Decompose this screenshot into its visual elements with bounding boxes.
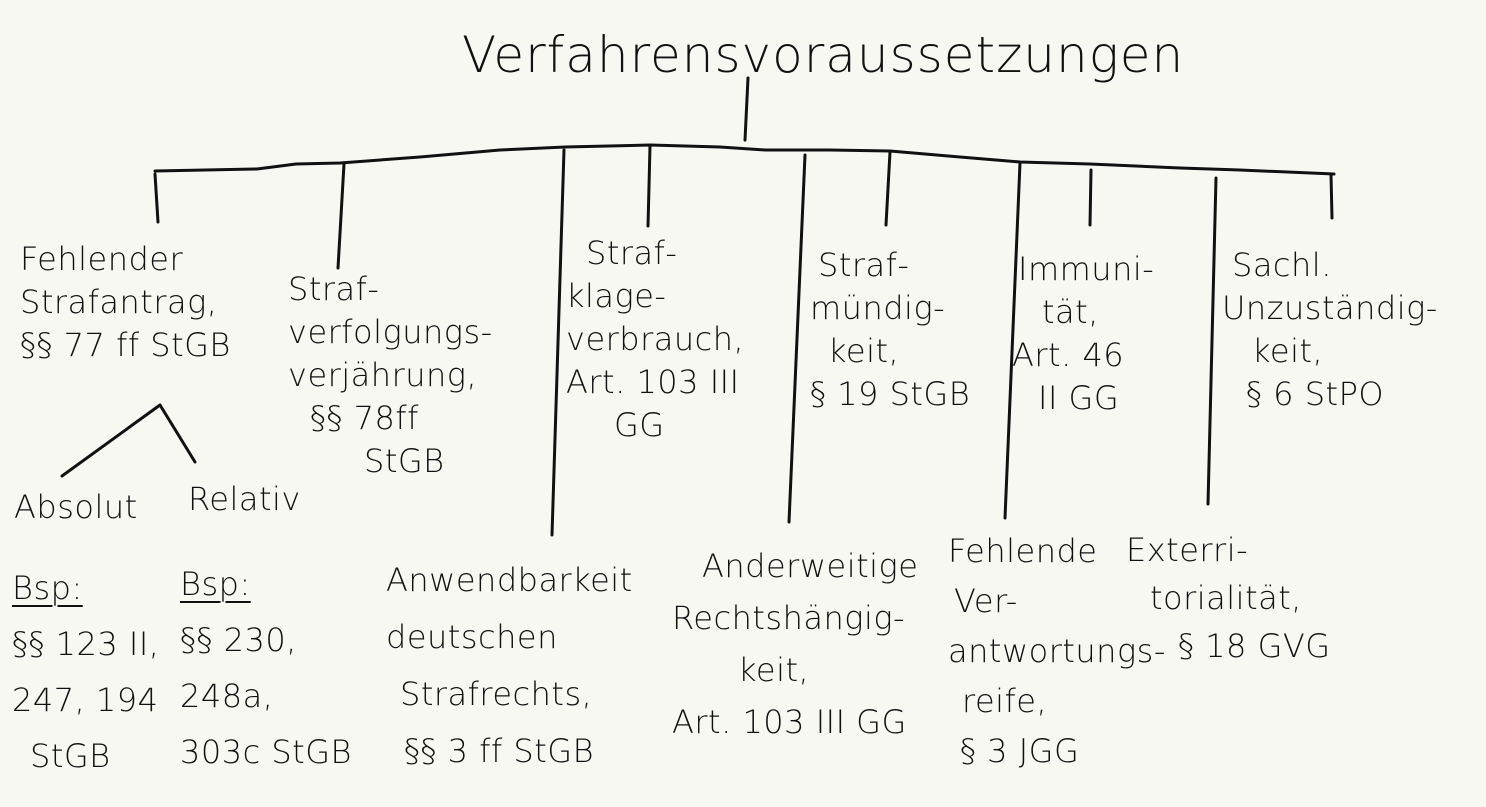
node-immunitaet: Immuni- tät, Art. 46 II GG	[1012, 248, 1154, 420]
node-absolut: Absolut	[14, 486, 138, 529]
node-line: Strafantrag,	[20, 283, 218, 321]
drop-strafklageverbrauch	[646, 144, 652, 228]
node-line: §§ 3 ff StGB	[404, 732, 595, 770]
node-line: verbrauch,	[566, 320, 745, 358]
examples-relativ: Bsp: §§ 230, 248a, 303c StGB	[180, 556, 352, 780]
example-line: StGB	[30, 737, 111, 775]
node-line: Fehlende	[948, 532, 1098, 570]
node-line: Exterri-	[1126, 531, 1249, 569]
node-fehlende-verantwortungsreife: Fehlende Ver- antwortungs- reife, § 3 JG…	[948, 526, 1166, 776]
drop-strafmuendigkeit	[884, 150, 892, 227]
node-line: Anderweitige	[702, 547, 919, 585]
node-line: Straf-	[586, 234, 678, 272]
drop-verjaehrung	[336, 162, 346, 270]
node-line: torialität,	[1150, 579, 1302, 617]
drop-sachl	[1329, 173, 1334, 220]
node-line: verjährung,	[288, 356, 478, 394]
node-strafverfolgungsverjaehrung: Straf- verfolgungs- verjährung, §§ 78ff …	[288, 268, 493, 483]
node-line: antwortungs-	[948, 632, 1166, 670]
examples-absolut: Bsp: §§ 123 II, 247, 194 StGB	[12, 560, 159, 784]
node-line: Straf-	[818, 246, 910, 284]
node-line: Art. 46	[1012, 336, 1125, 374]
node-line: Absolut	[14, 488, 138, 526]
node-line: Straf-	[288, 270, 380, 308]
node-line: mündig-	[810, 289, 946, 327]
node-strafklageverbrauch: Straf- klage- verbrauch, Art. 103 III GG	[566, 232, 744, 447]
node-line: reife,	[962, 682, 1048, 720]
node-line: Immuni-	[1018, 250, 1155, 288]
node-line: Rechtshängig-	[672, 599, 906, 637]
node-line: keit,	[738, 651, 810, 689]
drop-immunitaet	[1088, 168, 1093, 227]
node-line: Ver-	[954, 582, 1018, 620]
node-line: Fehlender	[20, 240, 184, 278]
root-stem	[743, 76, 750, 142]
node-anderweitige-rechtshaengigkeit: Anderweitige Rechtshängig- keit, Art. 10…	[672, 540, 918, 748]
node-anwendbarkeit-deutschen-strafrechts: Anwendbarkeit deutschen Strafrechts, §§ …	[386, 552, 633, 780]
node-line: Strafrechts,	[400, 675, 593, 713]
diagram-title: Verfahrensvoraussetzungen	[462, 26, 1185, 84]
node-line: §§ 77 ff StGB	[20, 326, 231, 364]
node-line: GG	[614, 406, 665, 444]
example-line: §§ 123 II,	[12, 625, 160, 663]
node-line: keit,	[828, 332, 900, 370]
example-heading: Bsp:	[12, 569, 83, 607]
drop-anwendbarkeit	[550, 148, 566, 537]
node-line: § 19 StGB	[810, 375, 971, 413]
node-line: § 3 JGG	[960, 732, 1080, 770]
node-line: StGB	[364, 442, 445, 480]
split-absolut-relativ	[60, 403, 197, 478]
node-fehlender-strafantrag: Fehlender Strafantrag, §§ 77 ff StGB	[20, 238, 231, 367]
example-heading: Bsp:	[180, 565, 251, 603]
node-line: § 18 GVG	[1178, 627, 1331, 665]
node-line: § 6 StPO	[1246, 375, 1385, 413]
node-line: klage-	[566, 277, 667, 315]
main-branch-bar	[153, 143, 1336, 176]
node-line: II GG	[1038, 379, 1120, 417]
node-line: Anwendbarkeit	[386, 561, 633, 599]
node-line: Art. 103 III GG	[672, 703, 907, 741]
drop-strafantrag	[153, 172, 160, 224]
node-line: tät,	[1042, 293, 1099, 331]
node-strafmuendigkeit: Straf- mündig- keit, § 19 StGB	[810, 244, 970, 416]
node-line: Art. 103 III	[566, 363, 740, 401]
node-line: Relativ	[188, 480, 301, 518]
drop-verantwortungsreife	[1003, 161, 1022, 520]
drop-rechtshaengigkeit	[787, 153, 807, 524]
example-line: 247, 194	[12, 681, 159, 719]
example-line: 303c StGB	[180, 733, 352, 771]
node-line: Unzuständig-	[1222, 289, 1438, 327]
node-relativ: Relativ	[188, 478, 301, 521]
node-sachl-unzustaendigkeit: Sachl. Unzuständig- keit, § 6 StPO	[1222, 244, 1438, 416]
node-line: Sachl.	[1232, 246, 1332, 284]
drop-exterritorialitaet	[1206, 176, 1218, 506]
example-line: 248a,	[180, 677, 274, 715]
node-line: §§ 78ff	[310, 399, 419, 437]
node-exterritorialitaet: Exterri- torialität, § 18 GVG	[1126, 526, 1331, 670]
example-line: §§ 230,	[180, 621, 297, 659]
node-line: deutschen	[386, 618, 558, 656]
node-line: keit,	[1252, 332, 1324, 370]
node-line: verfolgungs-	[288, 313, 493, 351]
